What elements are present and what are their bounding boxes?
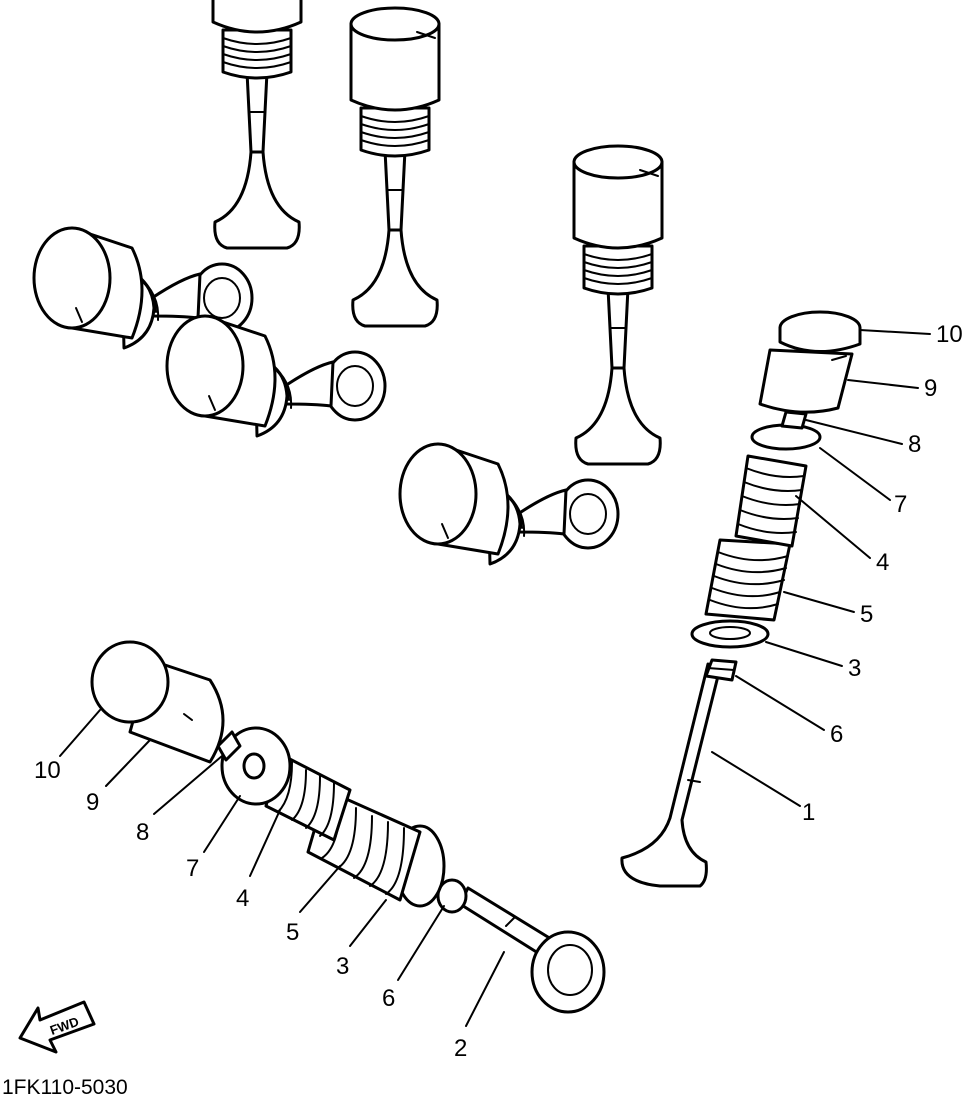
callout-left-4: 4 bbox=[236, 885, 249, 912]
part-code: 1FK110-5030 bbox=[2, 1076, 128, 1098]
leader-lines-left bbox=[59, 709, 505, 1027]
callout-labels-left: 10 9 8 7 4 5 3 6 2 bbox=[34, 757, 467, 1062]
callout-right-8: 8 bbox=[908, 431, 921, 458]
exploded-valve-right bbox=[620, 310, 862, 888]
exploded-valve-left bbox=[90, 640, 606, 1014]
callout-left-2: 2 bbox=[454, 1035, 467, 1062]
callout-right-3: 3 bbox=[848, 655, 861, 682]
callout-labels-right: 10 9 8 7 4 5 3 6 1 bbox=[802, 321, 963, 826]
assembled-valve-side-2 bbox=[165, 314, 387, 438]
callout-left-7: 7 bbox=[186, 855, 199, 882]
leader-lines-right bbox=[711, 329, 931, 807]
callout-right-5: 5 bbox=[860, 601, 873, 628]
callout-right-7: 7 bbox=[894, 491, 907, 518]
fwd-arrow-icon: FWD bbox=[18, 1000, 96, 1054]
callout-left-10: 10 bbox=[34, 757, 61, 784]
callout-left-9: 9 bbox=[86, 789, 99, 816]
assembled-valve-top-3 bbox=[572, 144, 664, 466]
callout-left-8: 8 bbox=[136, 819, 149, 846]
callout-right-6: 6 bbox=[830, 721, 843, 748]
callout-left-5: 5 bbox=[286, 919, 299, 946]
callout-right-10: 10 bbox=[936, 321, 963, 348]
assembled-valve-top-1 bbox=[211, 0, 303, 250]
callout-left-6: 6 bbox=[382, 985, 395, 1012]
callout-right-9: 9 bbox=[924, 375, 937, 402]
callout-right-1: 1 bbox=[802, 799, 815, 826]
callout-right-4: 4 bbox=[876, 549, 889, 576]
assembled-valve-top-2 bbox=[349, 6, 441, 328]
callout-left-3: 3 bbox=[336, 953, 349, 980]
